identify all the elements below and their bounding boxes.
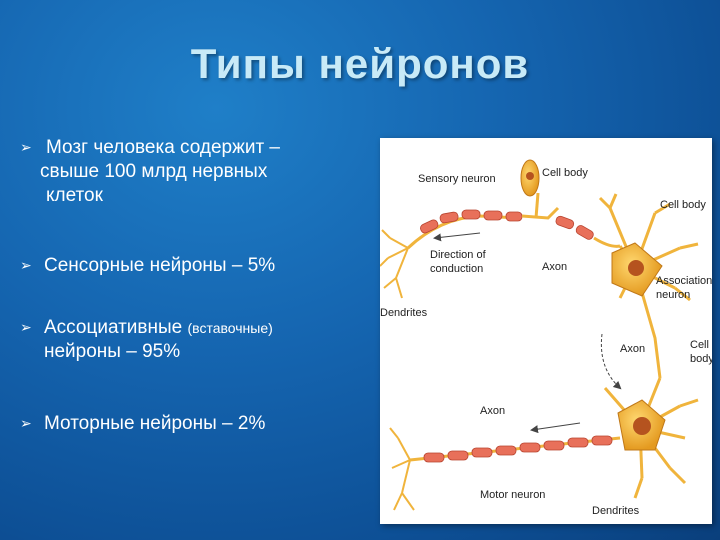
sensory-axon — [406, 206, 621, 250]
slide-title: Типы нейронов — [190, 40, 530, 87]
label-direction: Direction of — [430, 249, 487, 261]
label-axon-bottom: Axon — [480, 405, 505, 417]
label-cell-body-top: Cell body — [542, 167, 588, 179]
bullet-text: Ассоциативные — [44, 317, 188, 338]
motor-terminals — [389, 427, 415, 511]
label-motor-neuron: Motor neuron — [480, 489, 545, 501]
bullet-line: свыше 100 млрд нервных — [40, 161, 268, 182]
arrow-bullet-icon: ➢ — [20, 415, 32, 431]
arrow-bullet-icon: ➢ — [20, 319, 32, 335]
label-cell-body-right: Cell body — [660, 199, 706, 211]
bullet-note: (вставочные) — [187, 320, 273, 336]
label-sensory-neuron: Sensory neuron — [418, 173, 496, 185]
label-axon-top: Axon — [542, 261, 567, 273]
label-cell: Cell — [690, 339, 709, 351]
sensory-dendrites — [380, 229, 409, 299]
label-dendrites-bottom: Dendrites — [592, 505, 640, 517]
bullet-text: Сенсорные нейроны – 5% — [44, 255, 276, 276]
bullet-line: Мозг человека содержит – — [46, 137, 280, 158]
conduction-arrows — [433, 232, 622, 434]
motor-neuron-body — [603, 377, 699, 499]
label-conduction: conduction — [430, 263, 483, 275]
association-neuron — [598, 193, 699, 379]
label-axon-mid: Axon — [620, 343, 645, 355]
neuron-diagram: Sensory neuron Cell body Cell body Direc… — [380, 138, 712, 524]
arrow-bullet-icon: ➢ — [20, 257, 32, 273]
sensory-cell-body — [520, 159, 540, 219]
bullet-text: Моторные нейроны – 2% — [44, 413, 266, 434]
motor-axon — [409, 435, 621, 463]
bullet-line: клеток — [46, 185, 103, 206]
label-body: body — [690, 353, 712, 365]
neuron-illustration: Sensory neuron Cell body Cell body Direc… — [380, 159, 712, 517]
label-association: Association — [656, 275, 712, 287]
arrow-bullet-icon: ➢ — [20, 139, 32, 155]
label-dendrites-left: Dendrites — [380, 307, 428, 319]
bullet-line: нейроны – 95% — [44, 341, 181, 362]
label-neuron: neuron — [656, 289, 690, 301]
